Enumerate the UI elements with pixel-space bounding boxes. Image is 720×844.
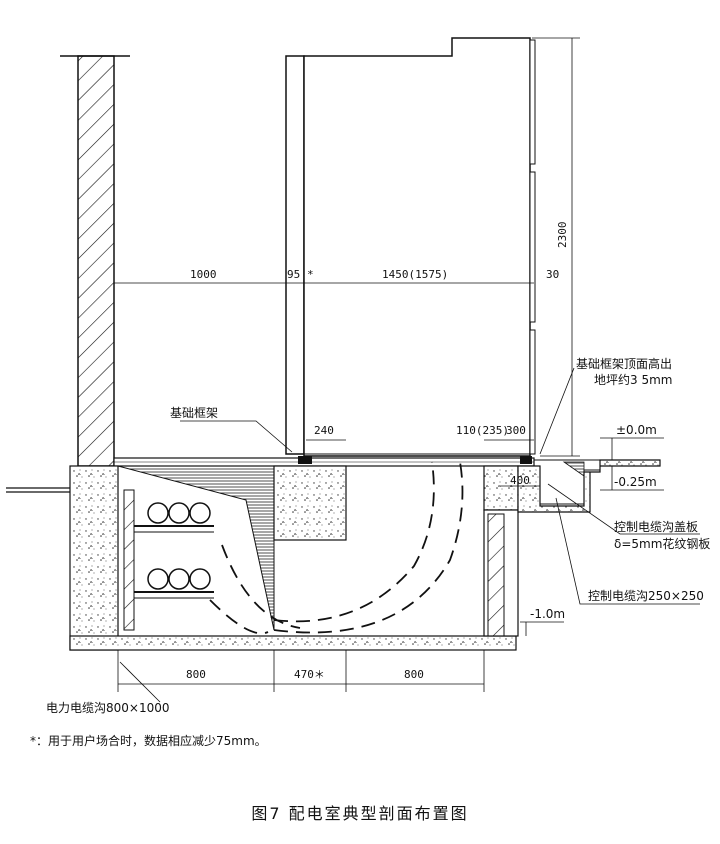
label-power-trench: 电力电缆沟800×1000	[46, 701, 170, 715]
footnote: *：用于用户场合时，数据相应减少75mm。	[30, 734, 267, 748]
dim-width-left: 1000	[190, 268, 217, 281]
power-cable-trench	[69, 465, 519, 651]
cable	[189, 568, 211, 590]
label-level-025: -0.25m	[614, 475, 657, 489]
cable	[189, 502, 211, 524]
switchgear-cabinet	[285, 37, 536, 464]
label-cover-plate-2: δ=5mm花纹钢板	[614, 536, 710, 551]
dim-width-gap: 30	[546, 268, 559, 281]
dimension-lines	[114, 37, 580, 692]
dim-110: 110(235)	[456, 424, 509, 437]
figure-caption: 图7 配电室典型剖面布置图	[251, 804, 469, 823]
label-level-0: ±0.0m	[616, 423, 657, 437]
dim-frame-star: *	[307, 268, 314, 281]
label-base-frame-top-2: 地坪约3 5mm	[594, 372, 672, 387]
label-cover-plate-1: 控制电缆沟盖板	[614, 520, 698, 534]
label-level-10: -1.0m	[530, 607, 565, 621]
control-cable-trench	[517, 459, 661, 513]
floor-slab	[113, 457, 535, 467]
dim-width-frame: 95	[287, 268, 300, 281]
cable	[168, 568, 190, 590]
dim-240: 240	[314, 424, 334, 437]
cable	[147, 502, 169, 524]
dim-bottom-800-right: 800	[404, 668, 424, 681]
dim-300: 300	[506, 424, 526, 437]
label-base-frame-top-1: 基础框架顶面高出	[576, 356, 672, 371]
cable-rack	[123, 489, 214, 631]
building-wall	[60, 55, 130, 467]
cable-bend-arcs	[209, 461, 464, 635]
dim-width-cabinet: 1450(1575)	[382, 268, 448, 281]
cable	[147, 568, 169, 590]
dim-height-cabinet: 2300	[556, 222, 569, 249]
dim-bottom-800-left: 800	[186, 668, 206, 681]
label-control-trench: 控制电缆沟250×250	[588, 589, 704, 603]
dim-bottom-470: 470＊	[294, 668, 325, 681]
incoming-cable	[6, 487, 70, 493]
dim-400: 400	[510, 474, 530, 487]
cable-entry-slope	[117, 465, 275, 631]
leader-lines	[119, 367, 700, 703]
cable	[168, 502, 190, 524]
label-base-frame: 基础框架	[170, 406, 218, 420]
